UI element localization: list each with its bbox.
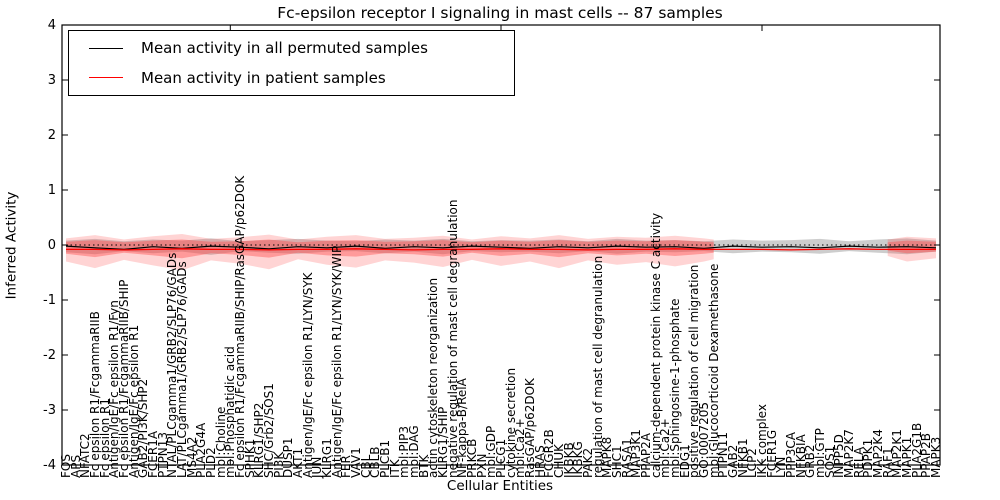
legend-entry-patient: Mean activity in patient samples [83,66,514,90]
x-tick-label: Antigen/IgE/Fc epsilon R1/LYN/SYK/WIP [329,245,344,478]
patient-line-swatch [89,77,123,79]
legend-entry-label: Mean activity in patient samples [141,68,386,87]
y-tick-label: 4 [47,17,56,33]
permuted-line-swatch [89,47,123,49]
x-axis-label: Cellular Entities [446,478,554,494]
chart-title: Fc-epsilon receptor I signaling in mast … [277,4,723,22]
y-tick-label: -2 [43,347,56,363]
y-tick-label: -4 [43,457,56,473]
y-tick-label: 1 [47,182,56,198]
x-tick-label: MAPK3 [929,436,943,478]
y-tick-label: -1 [43,292,56,308]
y-tick-label: 3 [47,72,56,88]
y-tick-label: 0 [47,237,56,253]
x-tick-label: Antigen/IgE/Fc epsilon R1/LYN/SYK [300,272,315,478]
legend: Mean activity in all permuted samples Me… [68,30,515,96]
legend-entry-label: Mean activity in all permuted samples [141,39,428,58]
y-tick-label: 2 [47,127,56,143]
y-tick-label: -3 [43,402,56,418]
x-tick-label: Fc epsilon R1/FcgammaRIIB/SHIP/RasGAP/p6… [233,175,247,478]
legend-entry-permuted: Mean activity in all permuted samples [83,36,514,60]
